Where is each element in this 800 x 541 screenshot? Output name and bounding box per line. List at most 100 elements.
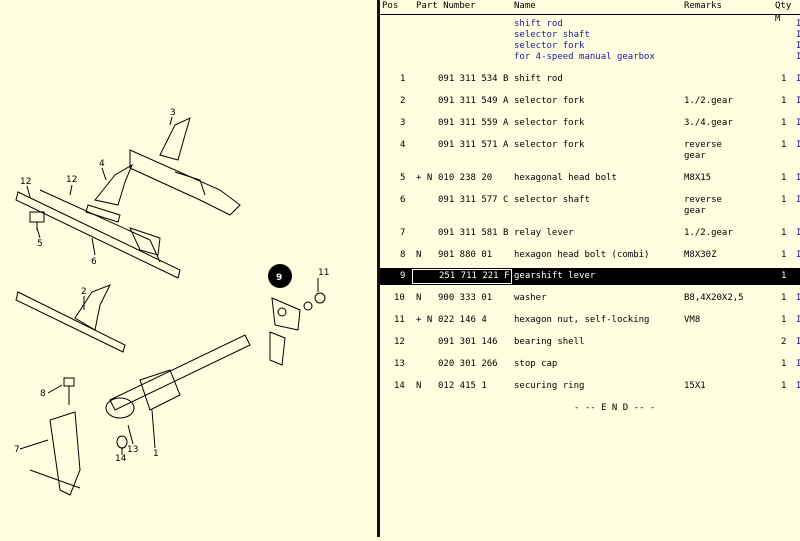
name-cell: selector fork	[514, 140, 585, 150]
pane-divider[interactable]	[377, 0, 380, 537]
qty-cell: 1	[781, 359, 787, 369]
remarks-cell: B8,4X20X2,5	[684, 293, 744, 303]
part-number-cell: 900 333 01	[438, 293, 493, 303]
col-pos-header: Pos	[382, 1, 399, 11]
info-flag[interactable]: I	[796, 96, 800, 106]
qty-cell: 2	[781, 337, 787, 347]
remarks-cell: 15X1	[684, 381, 706, 391]
part-number-cell: 091 311 577 C	[438, 195, 509, 205]
part-number-cell: 012 415 1	[438, 381, 487, 391]
info-flag[interactable]: I	[796, 140, 800, 150]
pos-cell: 3	[400, 118, 406, 128]
part-number-cell: 091 301 146	[438, 337, 498, 347]
col-part-number-header: Part Number	[416, 1, 476, 11]
name-cell: shift rod	[514, 74, 563, 84]
mark-cell: + N	[416, 315, 433, 325]
name-cell: selector shaft	[514, 195, 590, 205]
diagram-labels: 3 4 12 12 5 6 2 9 11 8 7 13 14 1	[14, 108, 329, 464]
info-flag[interactable]: I	[796, 118, 800, 128]
pos-cell: 2	[400, 96, 406, 106]
info-flag[interactable]: I	[796, 381, 800, 391]
pos-cell: 7	[400, 228, 406, 238]
end-marker-text: - -- E N D -- -	[574, 403, 656, 413]
info-flag[interactable]: I	[796, 293, 800, 303]
pos-cell: 9	[400, 271, 406, 281]
remarks-cell: 3./4.gear	[684, 118, 733, 128]
info-flag[interactable]: I	[796, 74, 800, 84]
description-text: selector shaft	[514, 30, 590, 40]
info-flag[interactable]: I	[796, 250, 800, 260]
diagram-label-11: 11	[318, 268, 329, 278]
pos-cell: 8	[400, 250, 406, 260]
remarks-cell: 1./2.gear	[684, 96, 733, 106]
diagram-label-12a: 12	[20, 177, 31, 187]
name-cell: securing ring	[514, 381, 585, 391]
qty-cell: 1	[781, 381, 787, 391]
name-cell: washer	[514, 293, 547, 303]
qty-cell: 1	[781, 228, 787, 238]
diagram-label-9: 9	[276, 273, 282, 283]
remarks-cell-line2: gear	[684, 151, 706, 161]
remarks-cell-line2: gear	[684, 206, 706, 216]
name-cell: relay lever	[514, 228, 574, 238]
info-flag[interactable]: I	[796, 337, 800, 347]
description-text: shift rod	[514, 19, 563, 29]
info-flag[interactable]: I	[796, 41, 800, 51]
diagram-label-4: 4	[99, 159, 105, 169]
part-number-cell: 091 311 534 B	[438, 74, 509, 84]
diagram-label-5: 5	[37, 239, 43, 249]
mark-cell: N	[416, 381, 422, 391]
info-flag[interactable]: I	[796, 173, 800, 183]
qty-cell: 1	[781, 293, 787, 303]
name-cell: stop cap	[514, 359, 558, 369]
part-number-cell: 091 311 559 A	[438, 118, 509, 128]
info-flag[interactable]: I	[796, 195, 800, 205]
qty-cell: 1	[781, 271, 787, 281]
info-flag[interactable]: I	[796, 315, 800, 325]
info-flag[interactable]: I	[796, 30, 800, 40]
part-number-cell: 010 238 20	[438, 173, 493, 183]
pos-cell: 12	[394, 337, 405, 347]
part-number-cell: 091 311 549 A	[438, 96, 509, 106]
remarks-cell: VM8	[684, 315, 701, 325]
pos-cell: 11	[394, 315, 405, 325]
name-cell: hexagonal head bolt	[514, 173, 617, 183]
exploded-parts-diagram: 3 4 12 12 5 6 2 9 11 8 7 13 14 1	[0, 0, 377, 537]
info-flag[interactable]: I	[796, 19, 800, 29]
qty-cell: 1	[781, 195, 787, 205]
part-number-cell: 251 711 221 F	[412, 269, 513, 284]
diagram-label-13: 13	[127, 445, 138, 455]
parts-table-header: Pos Part Number Name Remarks Qty M	[380, 0, 800, 24]
qty-cell: 1	[781, 250, 787, 260]
diagram-label-12b: 12	[66, 175, 77, 185]
mark-cell: N	[416, 250, 422, 260]
pos-cell: 13	[394, 359, 405, 369]
diagram-label-1: 1	[153, 449, 159, 459]
diagram-label-14: 14	[115, 454, 127, 464]
info-flag[interactable]: I	[796, 228, 800, 238]
name-cell: bearing shell	[514, 337, 585, 347]
pos-cell: 6	[400, 195, 406, 205]
info-flag[interactable]: I	[796, 359, 800, 369]
pos-cell: 5	[400, 173, 406, 183]
qty-cell: 1	[781, 118, 787, 128]
name-cell: hexagon nut, self-locking	[514, 315, 650, 325]
qty-cell: 1	[781, 173, 787, 183]
description-text: selector fork	[514, 41, 585, 51]
pos-cell: 4	[400, 140, 406, 150]
qty-cell: 1	[781, 315, 787, 325]
remarks-cell: 1./2.gear	[684, 228, 733, 238]
selected-callout-marker	[268, 264, 292, 288]
col-name-header: Name	[514, 1, 536, 11]
pos-cell: 10	[394, 293, 405, 303]
remarks-cell: reverse	[684, 195, 722, 205]
diagram-label-6: 6	[91, 257, 97, 267]
qty-cell: 1	[781, 96, 787, 106]
diagram-label-8: 8	[40, 389, 46, 399]
part-number-cell: 091 311 571 A	[438, 140, 509, 150]
info-flag[interactable]: I	[796, 52, 800, 62]
diagram-label-3: 3	[170, 108, 176, 118]
diagram-label-7: 7	[14, 445, 20, 455]
part-number-cell: 020 301 266	[438, 359, 498, 369]
